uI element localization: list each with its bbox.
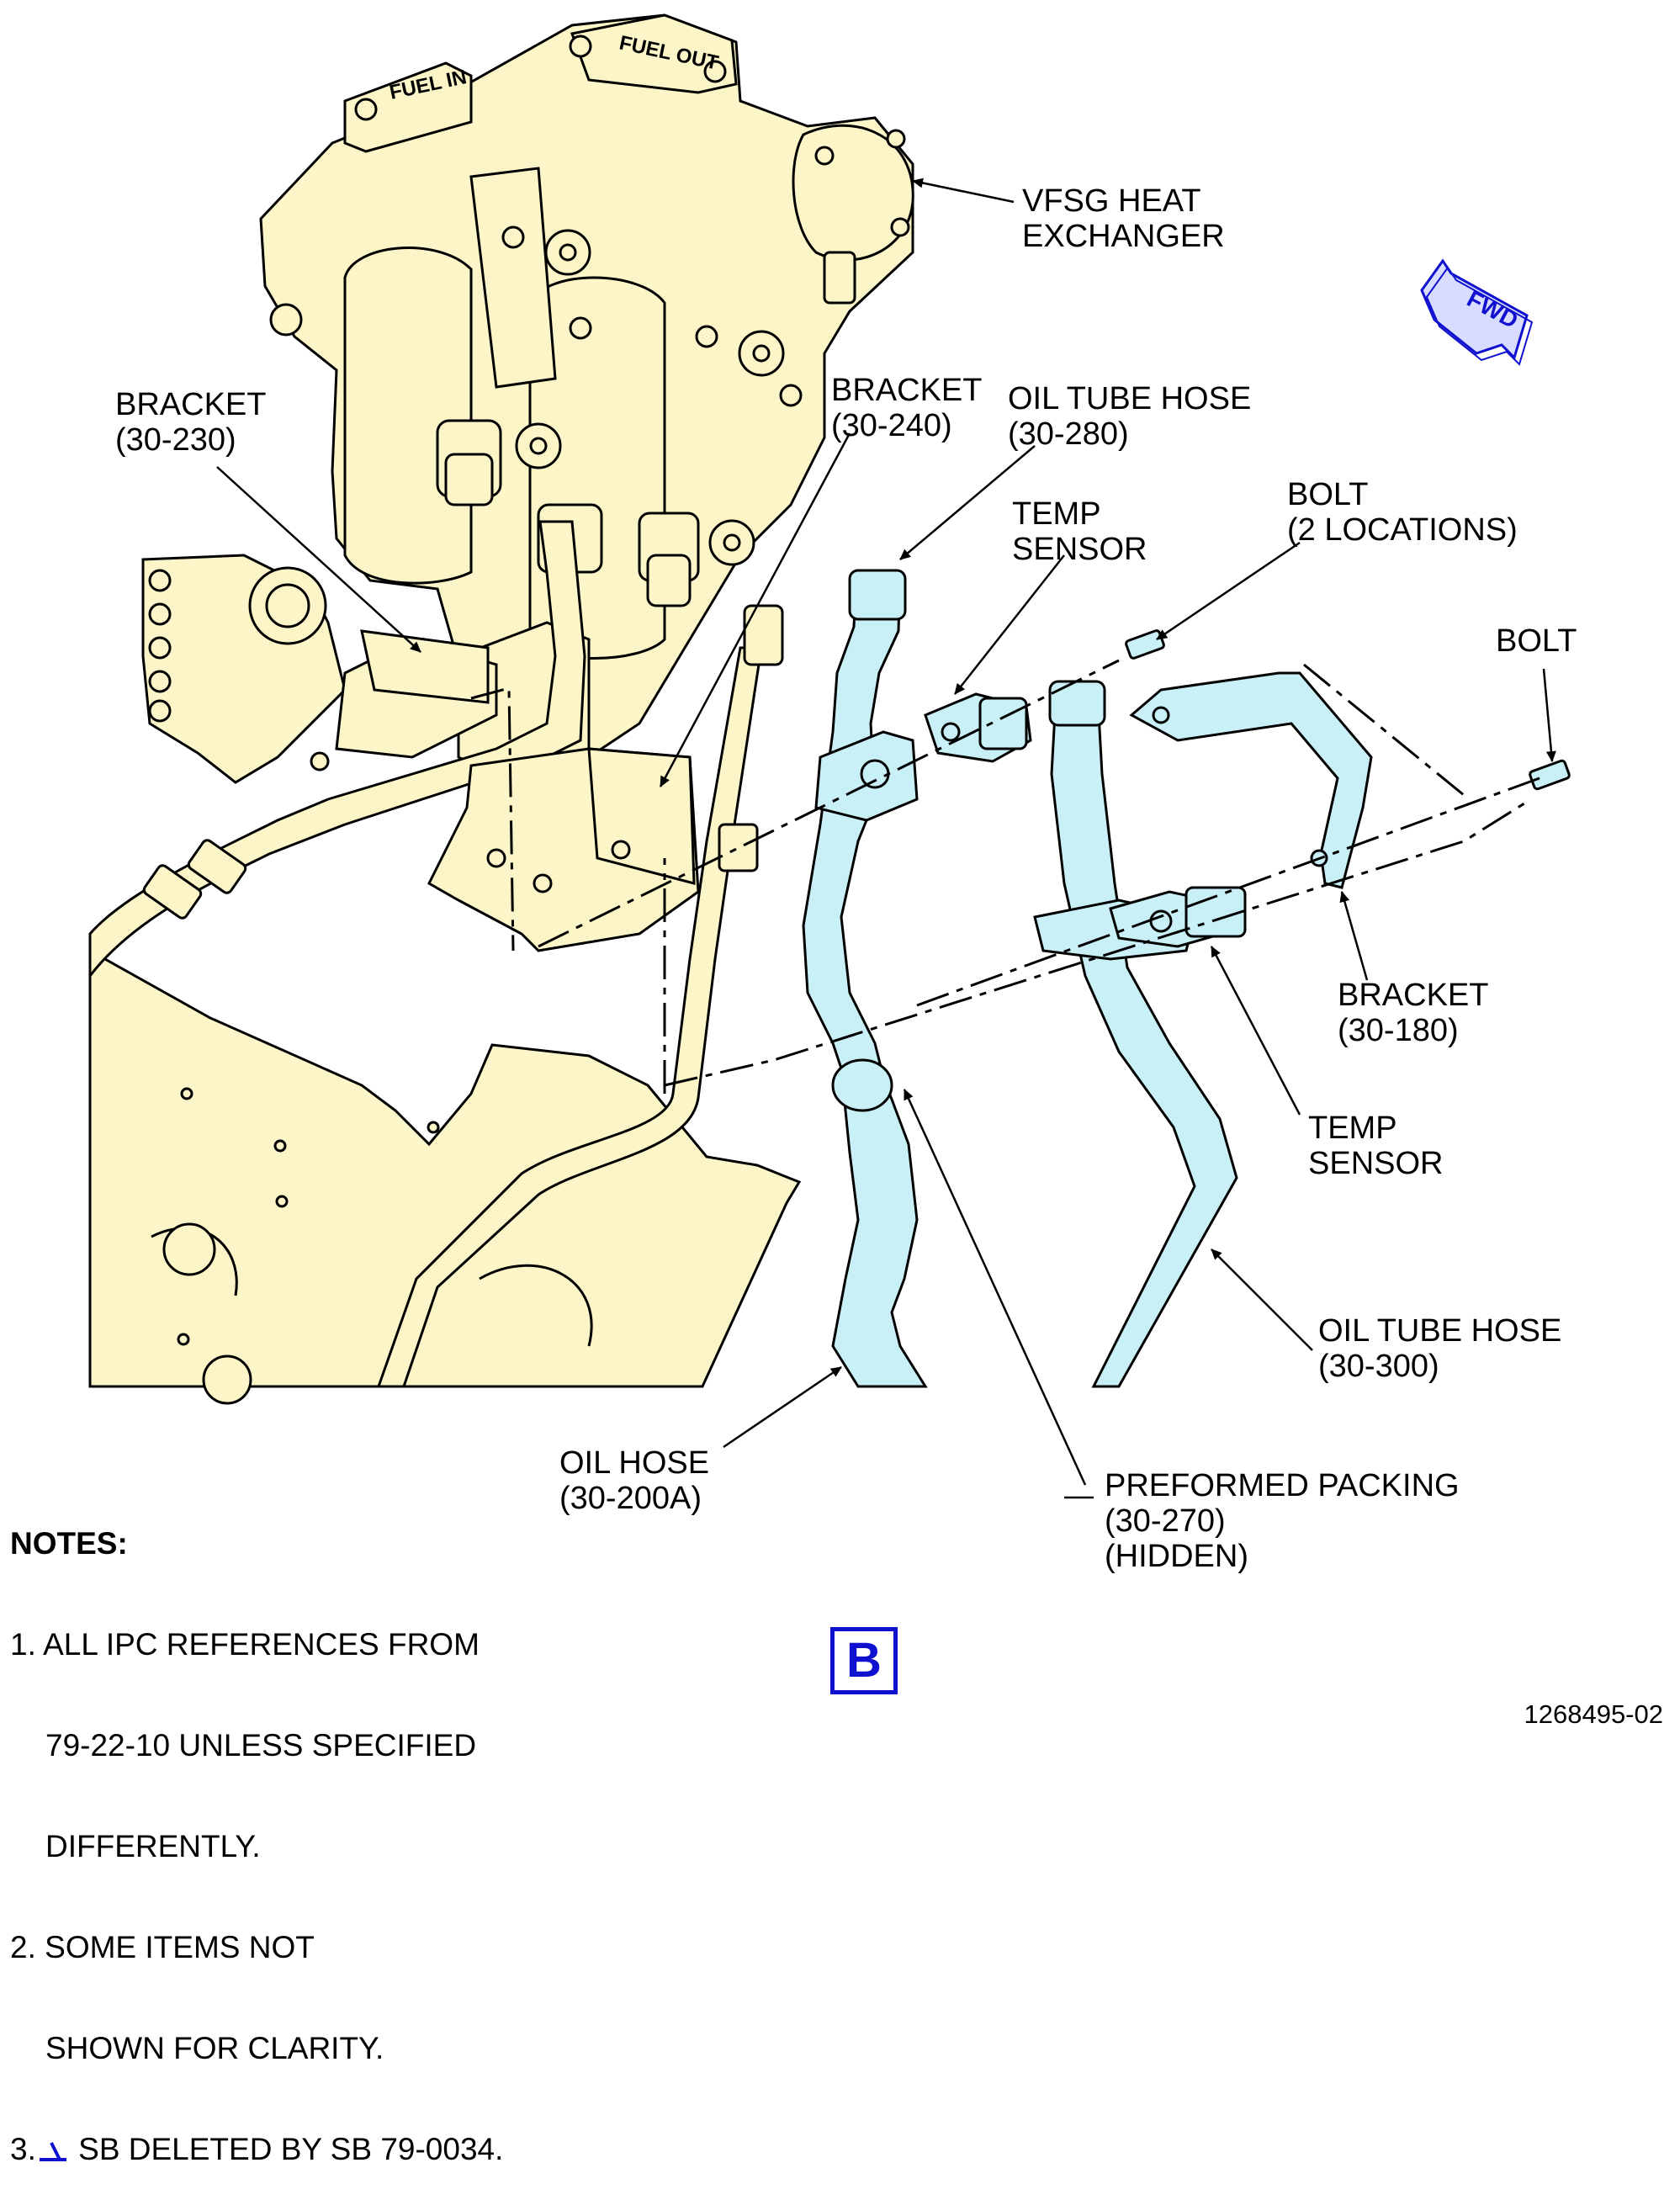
- sb-effectivity-flag-icon: [39, 2142, 66, 2161]
- temp-sensor-upper: [924, 692, 1032, 763]
- notes-block: NOTES: 1. ALL IPC REFERENCES FROM 79-22-…: [10, 1460, 503, 2200]
- note-2-line-2: SHOWN FOR CLARITY.: [45, 2031, 384, 2065]
- bracket-30-230: [141, 554, 498, 784]
- vfsg-heat-exchanger-label: VFSG HEAT EXCHANGER: [1022, 183, 1225, 254]
- oil-hose-30-200a-label: OIL HOSE (30-200A): [559, 1445, 710, 1516]
- note-2-line-1: SOME ITEMS NOT: [45, 1930, 315, 1964]
- preformed-packing-label: PREFORMED PACKING (30-270) (HIDDEN): [1105, 1468, 1460, 1574]
- bracket-30-240: [427, 747, 700, 952]
- note-2-number: 2.: [10, 1930, 36, 1964]
- bracket-30-240-label: BRACKET (30-240): [831, 373, 983, 443]
- note-1-number: 1.: [10, 1627, 36, 1662]
- note-1: 1. ALL IPC REFERENCES FROM: [10, 1628, 503, 1662]
- bolt-2-locations-label: BOLT (2 LOCATIONS): [1287, 477, 1518, 548]
- oil-tube-hose-30-300-label: OIL TUBE HOSE (30-300): [1318, 1313, 1562, 1384]
- figure-number: 1268495-02: [1524, 1699, 1664, 1729]
- bracket-30-180: [1129, 671, 1373, 889]
- oil-hose-30-200a: [831, 1058, 928, 1388]
- exploded-view-drawing: FUEL IN FUEL OUT FWD: [88, 13, 1571, 1499]
- note-3-number: 3.: [10, 2132, 36, 2166]
- notes-title: NOTES:: [10, 1526, 128, 1561]
- note-1-line-2: 79-22-10 UNLESS SPECIFIED: [45, 1728, 477, 1763]
- note-1-line-3: DIFFERENTLY.: [45, 1829, 261, 1863]
- alignment-lines: [470, 659, 1540, 1094]
- fwd-arrow: FWD: [1420, 258, 1534, 366]
- view-identifier-box: B: [830, 1627, 898, 1694]
- bracket-30-180-label: BRACKET (30-180): [1338, 978, 1489, 1048]
- fuel-tube: [88, 520, 784, 1388]
- note-3-line-1: SB DELETED BY SB 79-0034.: [78, 2132, 504, 2166]
- note-3: 3. SB DELETED BY SB 79-0034.: [10, 2133, 503, 2166]
- temp-sensor-lower-label: TEMP SENSOR: [1308, 1111, 1444, 1181]
- bolt-label: BOLT: [1496, 623, 1577, 659]
- oil-tube-hose-30-300: [1033, 680, 1238, 1388]
- temp-sensor-upper-label: TEMP SENSOR: [1012, 496, 1147, 567]
- note-2: 2. SOME ITEMS NOT: [10, 1931, 503, 1964]
- bracket-30-230-label: BRACKET (30-230): [115, 387, 267, 458]
- oil-tube-hose-30-280: [802, 569, 919, 1096]
- gearbox-mounting-plate: [88, 948, 802, 1405]
- note-1-line-1: ALL IPC REFERENCES FROM: [43, 1627, 480, 1662]
- oil-tube-hose-30-280-label: OIL TUBE HOSE (30-280): [1008, 381, 1252, 452]
- leader-lines: [216, 178, 1556, 1499]
